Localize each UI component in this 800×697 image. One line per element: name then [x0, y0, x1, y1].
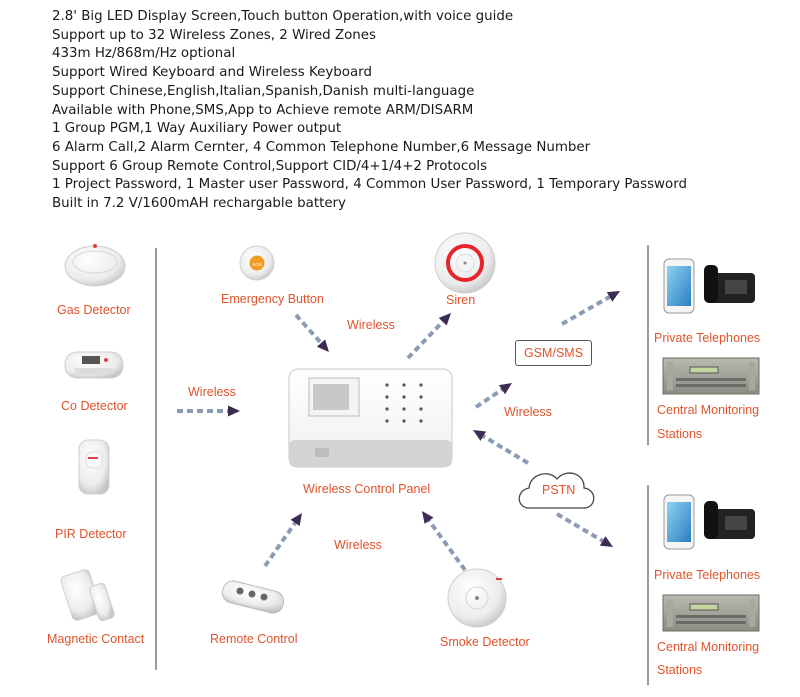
gas-detector-icon	[64, 244, 126, 287]
arrow-emergency-to-panel	[294, 313, 329, 352]
spec-line: Support up to 32 Wireless Zones, 2 Wired…	[52, 27, 377, 43]
server-rack-icon	[662, 594, 760, 632]
desk-telephone-icon	[704, 501, 755, 539]
magnetic-contact-label: Magnetic Contact	[47, 632, 145, 646]
spec-line: Built in 7.2 V/1600mAH rechargable batte…	[52, 196, 346, 212]
emergency-button-label: Emergency Button	[221, 292, 324, 306]
wireless-label-bottom: Wireless	[334, 538, 382, 552]
arrow-pstn-to-stations	[555, 512, 613, 547]
server-rack-icon	[662, 357, 760, 395]
spec-line: 6 Alarm Call,2 Alarm Cernter, 4 Common T…	[52, 139, 591, 155]
stations-label: Stations	[657, 427, 703, 441]
spec-line: Support 6 Group Remote Control,Support C…	[52, 158, 488, 174]
co-detector-label: Co Detector	[61, 399, 128, 413]
spec-line: Support Wired Keyboard and Wireless Keyb…	[52, 65, 372, 81]
central-monitoring-label: Central Monitoring	[657, 640, 760, 654]
right-divider-top	[647, 245, 649, 445]
pir-detector-icon	[78, 439, 110, 495]
central-monitoring-label: Central Monitoring	[657, 403, 760, 417]
co-detector-icon	[64, 351, 124, 379]
sos-text: SOS	[252, 262, 262, 267]
pstn-label: PSTN	[542, 483, 576, 497]
wireless-label-top: Wireless	[347, 318, 395, 332]
arrows-layer	[177, 291, 620, 572]
siren-label: Siren	[446, 293, 476, 307]
control-panel-icon	[288, 368, 453, 468]
arrow-remote-to-panel	[263, 513, 302, 568]
arrow-panel-to-siren	[406, 313, 451, 360]
spec-line: 433m Hz/868m/Hz optional	[52, 46, 236, 62]
left-divider	[155, 248, 157, 670]
private-telephones-label: Private Telephones	[654, 568, 761, 582]
wireless-label-right: Wireless	[504, 405, 552, 419]
gas-detector-label: Gas Detector	[57, 303, 131, 317]
pir-detector-label: PIR Detector	[55, 527, 127, 541]
spec-line: Support Chinese,English,Italian,Spanish,…	[52, 83, 475, 99]
smoke-detector-label: Smoke Detector	[440, 635, 530, 649]
private-telephones-label: Private Telephones	[654, 331, 761, 345]
arrow-smoke-to-panel	[422, 511, 467, 572]
right-divider-bottom	[647, 485, 649, 685]
arrow-panel-to-gsm	[474, 383, 512, 409]
phone-icon	[663, 258, 695, 314]
control-panel-label: Wireless Control Panel	[303, 482, 431, 496]
arrow-pstn-to-panel	[473, 430, 530, 465]
spec-line: 1 Group PGM,1 Way Auxiliary Power output	[52, 121, 342, 137]
arrow-left-to-panel	[177, 405, 240, 417]
remote-control-icon	[221, 580, 285, 614]
spec-line: 1 Project Password, 1 Master user Passwo…	[52, 177, 687, 193]
spec-line: 2.8' Big LED Display Screen,Touch button…	[52, 9, 514, 24]
desk-telephone-icon	[704, 265, 755, 303]
wireless-label-left: Wireless	[188, 385, 236, 399]
remote-control-label: Remote Control	[210, 632, 298, 646]
stations-label: Stations	[657, 663, 703, 677]
smoke-detector-icon	[447, 568, 507, 628]
spec-line: Available with Phone,SMS,App to Achieve …	[52, 102, 474, 118]
magnetic-contact-icon	[60, 569, 115, 622]
spec-list: 2.8' Big LED Display Screen,Touch button…	[52, 8, 772, 214]
phone-icon	[663, 494, 695, 550]
gsm-sms-box: GSM/SMS	[515, 340, 593, 366]
emergency-button-icon	[239, 245, 275, 281]
arrow-gsm-to-phones	[561, 291, 620, 326]
siren-icon	[434, 232, 496, 294]
